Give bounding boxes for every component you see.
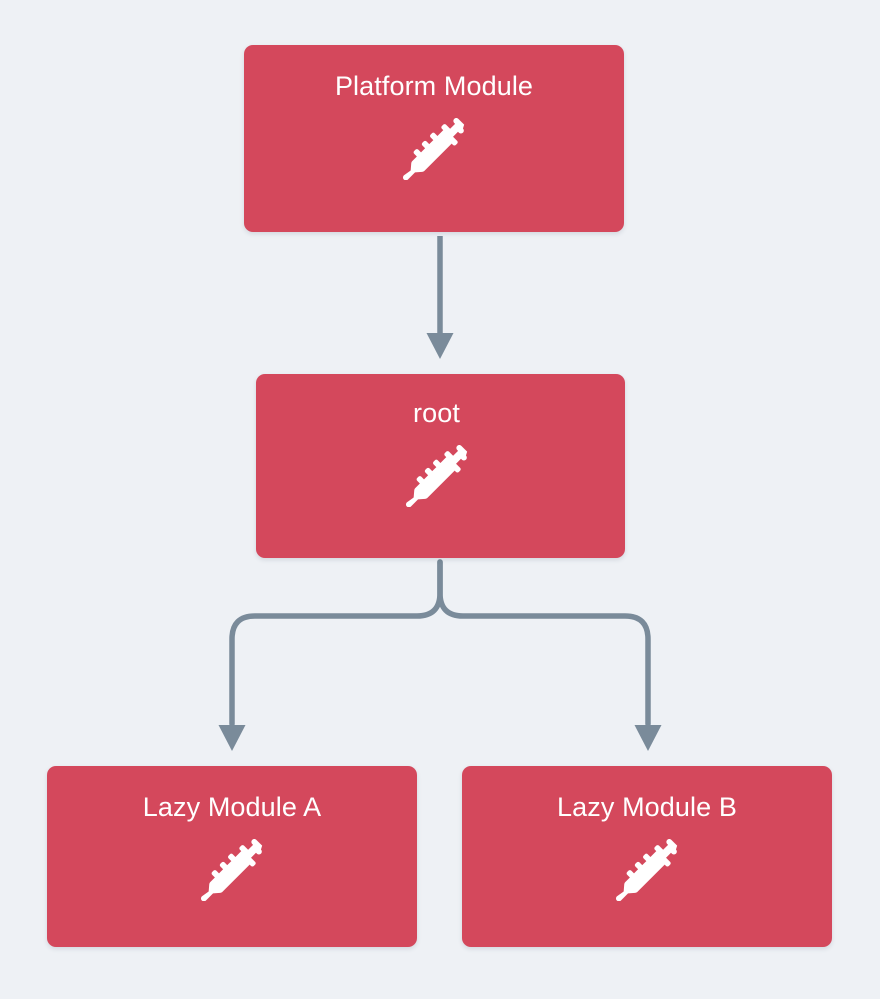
node-label-platform-module: Platform Module xyxy=(334,71,534,101)
node-content: root xyxy=(405,398,468,508)
node-content: Lazy Module B xyxy=(557,792,737,902)
syringe-icon xyxy=(200,839,263,902)
node-platform-module[interactable]: Platform Module xyxy=(244,45,624,232)
node-label-lazy-module-a: Lazy Module A xyxy=(142,792,322,822)
node-root[interactable]: root xyxy=(256,374,625,558)
node-content: Lazy Module A xyxy=(142,792,322,902)
node-lazy-module-a[interactable]: Lazy Module A xyxy=(47,766,417,947)
node-lazy-module-b[interactable]: Lazy Module B xyxy=(462,766,832,947)
edge-root-to-lazy-module-b xyxy=(437,559,662,751)
syringe-icon xyxy=(403,118,465,181)
syringe-icon xyxy=(405,445,468,508)
edge-platform-module-to-root xyxy=(426,236,454,359)
node-label-root: root xyxy=(413,398,460,428)
node-content: Platform Module xyxy=(334,71,534,181)
edge-root-to-lazy-module-a xyxy=(218,559,443,751)
node-label-lazy-module-b: Lazy Module B xyxy=(557,792,737,822)
syringe-icon xyxy=(616,839,678,902)
